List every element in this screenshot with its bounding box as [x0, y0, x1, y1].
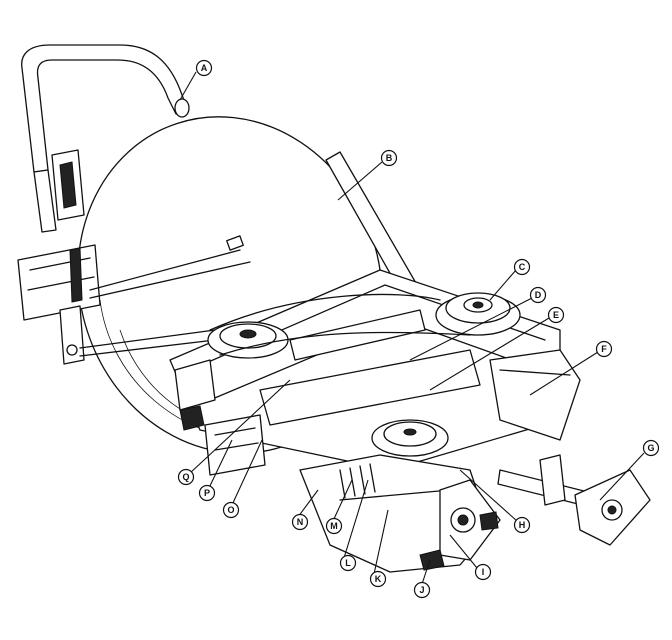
callout-label-O: O	[227, 505, 234, 515]
callout-label-L: L	[345, 558, 351, 568]
callout-F: F	[595, 340, 613, 358]
callout-label-A: A	[201, 63, 208, 73]
callout-label-N: N	[297, 517, 304, 527]
callout-I: I	[474, 563, 492, 581]
callout-K: K	[369, 570, 387, 588]
callout-label-I: I	[482, 567, 485, 577]
callout-leaders	[179, 71, 645, 585]
callout-C: C	[513, 258, 531, 276]
callout-label-B: B	[386, 153, 393, 163]
callout-L: L	[339, 554, 357, 572]
callout-label-Q: Q	[182, 472, 189, 482]
callout-label-G: G	[647, 443, 654, 453]
callout-label-M: M	[330, 521, 338, 531]
callout-B: B	[380, 149, 398, 167]
callout-D: D	[529, 286, 547, 304]
callout-G: G	[642, 439, 660, 457]
callout-M: M	[325, 517, 343, 535]
transaxle	[299, 454, 501, 573]
callout-N: N	[291, 513, 309, 531]
callout-O: O	[222, 501, 240, 519]
axle-hub	[497, 454, 651, 546]
callout-label-C: C	[519, 262, 526, 272]
callout-label-J: J	[419, 585, 424, 595]
callout-label-E: E	[553, 310, 559, 320]
callout-J: J	[413, 581, 431, 599]
callout-P: P	[198, 484, 216, 502]
callout-Q: Q	[177, 468, 195, 486]
left-lower-components	[174, 359, 266, 476]
right-bracket	[489, 349, 581, 441]
callout-label-H: H	[519, 520, 526, 530]
callout-label-P: P	[204, 488, 210, 498]
callout-label-F: F	[601, 344, 607, 354]
frame-assembly	[169, 269, 561, 471]
callout-E: E	[547, 306, 565, 324]
callout-label-K: K	[375, 574, 382, 584]
callout-H: H	[513, 516, 531, 534]
lift-handle	[17, 44, 251, 365]
callout-label-D: D	[535, 290, 542, 300]
callout-A: A	[195, 59, 213, 77]
